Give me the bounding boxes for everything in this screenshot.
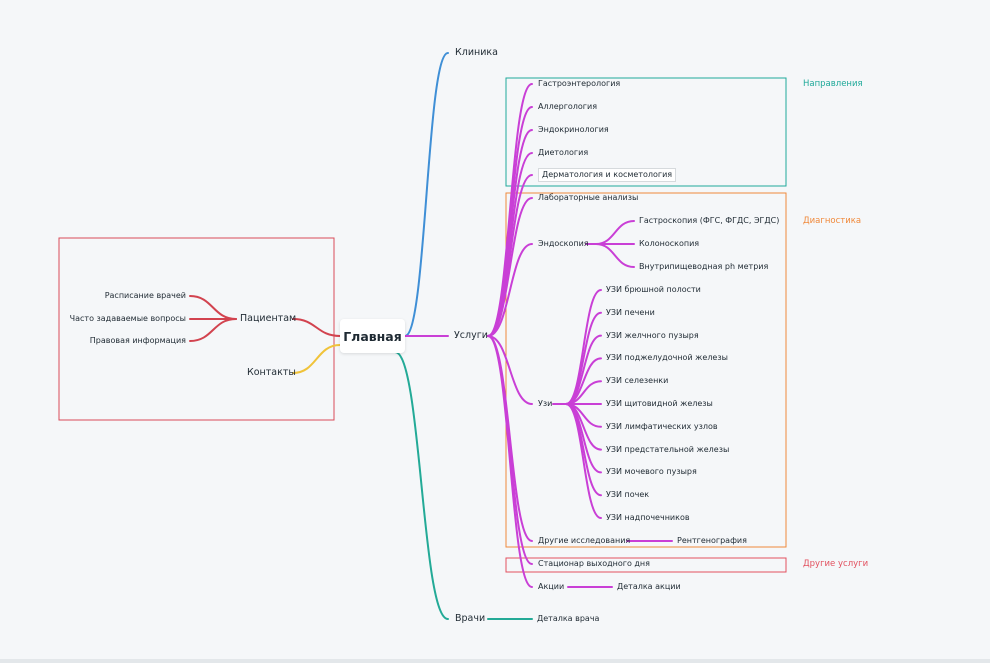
node-uzi-child[interactable]: УЗИ лимфатических узлов xyxy=(606,421,718,431)
edge-lab xyxy=(487,197,533,337)
bottom-scroll-edge xyxy=(0,659,990,663)
node-patients-child[interactable]: Расписание врачей xyxy=(104,291,186,300)
node-doctor-detail[interactable]: Деталка врача xyxy=(537,614,600,623)
node-uzi-child[interactable]: УЗИ поджелудочной железы xyxy=(606,353,728,363)
edge-endoscopy xyxy=(487,243,533,337)
node-uzi[interactable]: Узи xyxy=(538,399,553,408)
node-endoscopy[interactable]: Эндоскопия xyxy=(538,239,589,248)
edge-doctors xyxy=(394,351,449,620)
edge-clinic xyxy=(404,52,449,337)
node-uzi-child[interactable]: УЗИ селезенки xyxy=(606,376,669,386)
node-xray[interactable]: Рентгенография xyxy=(677,536,747,545)
edge-patients-child xyxy=(189,295,237,320)
group-title-other-services: Другие услуги xyxy=(803,559,869,569)
node-endoscopy-child[interactable]: Внутрипищеводная ph метрия xyxy=(639,262,769,271)
node-contacts[interactable]: Контакты xyxy=(247,367,296,378)
edge-uzi-child xyxy=(565,311,602,405)
edge-other-research xyxy=(487,335,533,542)
edge-endoscopy-child xyxy=(595,220,635,245)
node-patients-child[interactable]: Правовая информация xyxy=(89,336,186,345)
node-direction[interactable]: Гастроэнтерология xyxy=(538,79,621,88)
edge-patients xyxy=(292,318,341,337)
node-uzi-child[interactable]: УЗИ надпочечников xyxy=(606,513,690,522)
edge-promo xyxy=(487,335,533,588)
directions-group-frame xyxy=(505,77,787,187)
edge-uzi-child xyxy=(565,403,602,519)
edge-direction xyxy=(487,106,533,337)
node-uzi-child[interactable]: УЗИ почек xyxy=(606,490,650,500)
node-uzi-child[interactable]: УЗИ мочевого пузыря xyxy=(606,467,697,477)
edge-endoscopy-child xyxy=(595,243,635,268)
root-node[interactable]: Главная xyxy=(340,319,405,353)
left-group-frame xyxy=(58,237,335,421)
node-lab[interactable]: Лабораторные анализы xyxy=(538,193,639,202)
edge-contacts xyxy=(292,344,341,374)
node-promo-detail[interactable]: Деталка акции xyxy=(617,582,681,591)
group-title-diagnostics: Диагностика xyxy=(803,216,862,226)
node-direction[interactable]: Дерматология и косметология xyxy=(538,168,677,182)
node-uzi-child[interactable]: УЗИ брюшной полости xyxy=(606,285,701,294)
node-other-research[interactable]: Другие исследования xyxy=(538,536,631,545)
diagnostics-group-frame xyxy=(505,192,787,548)
node-direction[interactable]: Аллергология xyxy=(538,102,598,111)
node-patients[interactable]: Пациентам xyxy=(240,313,297,324)
node-services[interactable]: Услуги xyxy=(454,330,488,341)
edge-uzi xyxy=(487,335,533,405)
edge-uzi-child xyxy=(565,289,602,405)
node-doctors[interactable]: Врачи xyxy=(455,613,486,624)
edge-patients-child xyxy=(189,318,237,342)
node-uzi-child[interactable]: УЗИ предстательной железы xyxy=(606,444,730,454)
node-patients-child[interactable]: Часто задаваемые вопросы xyxy=(69,314,186,323)
node-day-hospital[interactable]: Стационар выходного дня xyxy=(538,559,650,568)
node-uzi-child[interactable]: УЗИ щитовидной железы xyxy=(606,399,713,408)
node-direction[interactable]: Эндокринология xyxy=(538,125,609,134)
node-direction[interactable]: Диетология xyxy=(538,148,589,157)
edge-direction xyxy=(487,83,533,337)
node-uzi-child[interactable]: УЗИ желчного пузыря xyxy=(606,330,699,340)
node-promo[interactable]: Акции xyxy=(538,582,565,591)
node-clinic[interactable]: Клиника xyxy=(455,47,498,58)
node-endoscopy-child[interactable]: Колоноскопия xyxy=(639,239,700,248)
group-title-directions: Направления xyxy=(803,79,863,89)
node-endoscopy-child[interactable]: Гастроскопия (ФГС, ФГДС, ЭГДС) xyxy=(639,216,780,225)
edge-uzi-child xyxy=(565,403,602,497)
node-uzi-child[interactable]: УЗИ печени xyxy=(606,307,655,317)
other-services-group-frame xyxy=(505,557,787,573)
